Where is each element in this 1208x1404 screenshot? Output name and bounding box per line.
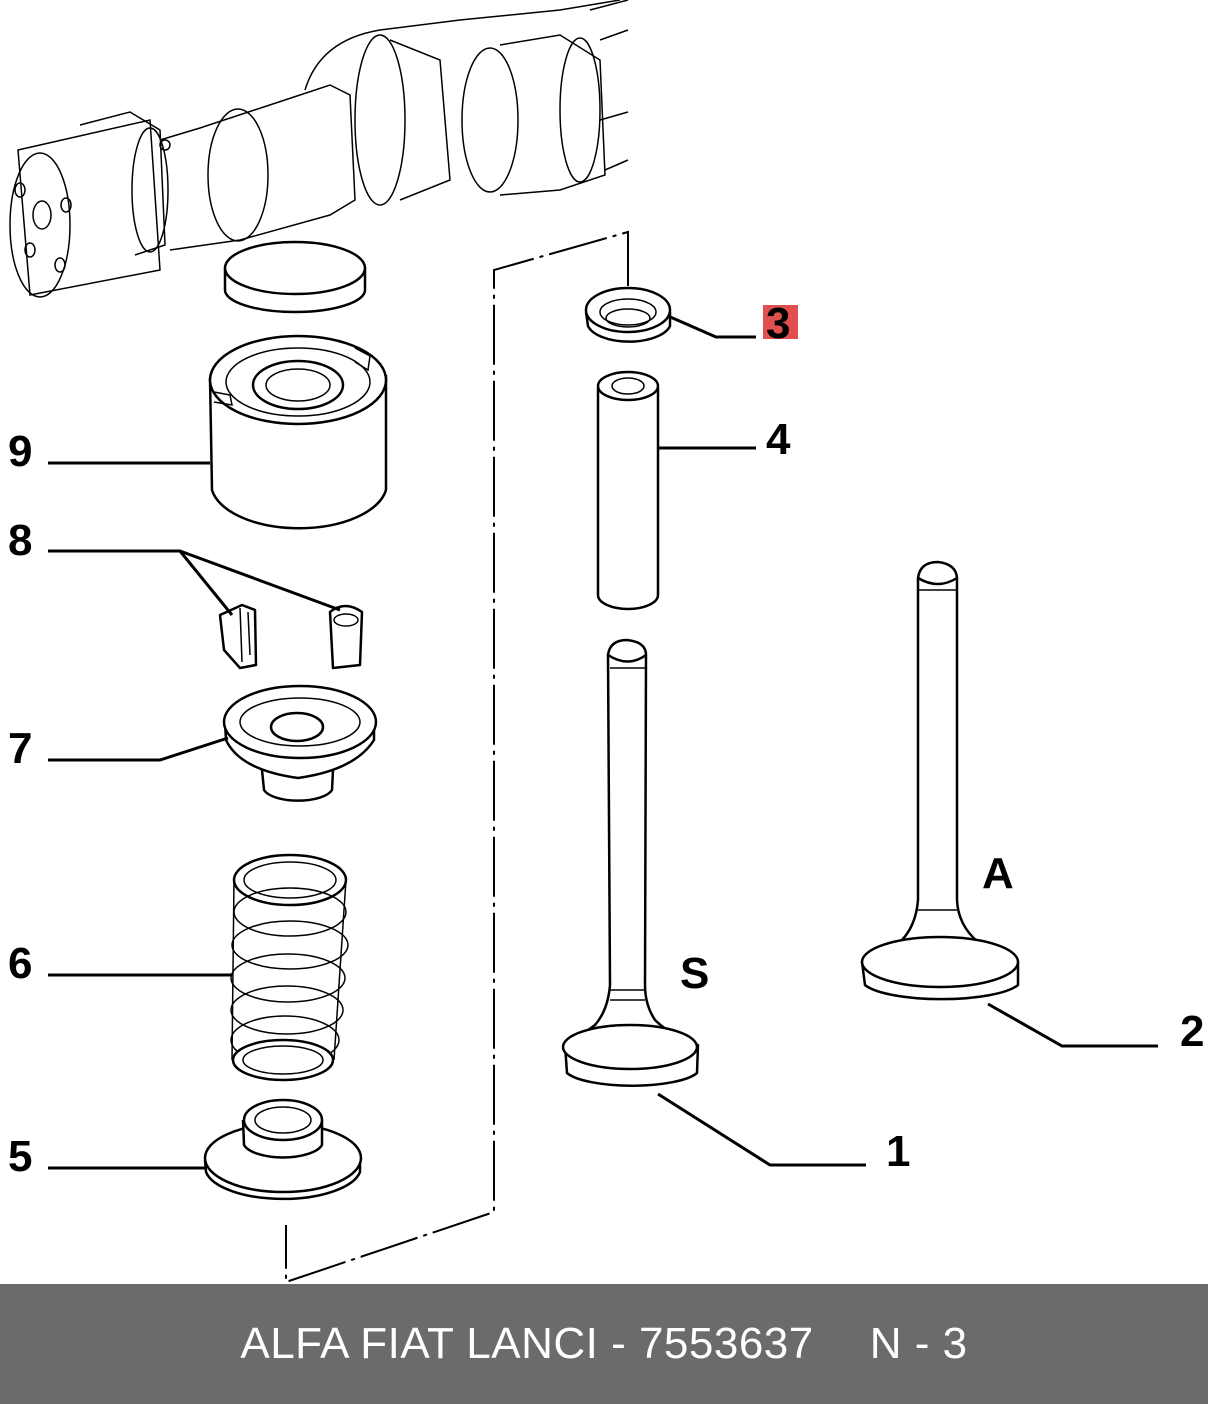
intake-label-s: S (680, 949, 709, 998)
callout-4: 4 (766, 415, 791, 464)
spring-seat (203, 1098, 363, 1201)
valve-train-exploded-diagram: 9 8 7 6 5 3 4 1 2 S A (8, 0, 1204, 1284)
callout-3: 3 (766, 299, 790, 348)
footer-brand-part: ALFA FIAT LANCI - 7553637 (240, 1319, 814, 1368)
shim-disc (223, 240, 367, 314)
valve-spring (230, 853, 349, 1082)
valve-stem-seal (584, 286, 672, 343)
intake-valve (561, 638, 700, 1087)
callout-6: 6 (8, 939, 32, 988)
callout-1: 1 (886, 1127, 910, 1176)
leader-lines (48, 314, 1158, 1170)
spring-retainer (222, 684, 378, 802)
footer-ref: N - 3 (869, 1319, 968, 1368)
callout-7: 7 (8, 724, 32, 773)
assembly-bracket (285, 230, 629, 1284)
footer-banner: ALFA FIAT LANCI - 7553637 N - 3 (0, 1284, 1208, 1404)
camshaft-drawing (9, 0, 629, 298)
callout-2: 2 (1180, 1007, 1204, 1056)
valve-collets (218, 603, 364, 670)
tappet-bucket (208, 334, 388, 530)
callout-8: 8 (8, 516, 32, 565)
callout-3-highlight (763, 305, 798, 339)
exhaust-valve (860, 560, 1020, 1001)
callout-9: 9 (8, 427, 32, 476)
valve-guide (596, 370, 660, 611)
callout-5: 5 (8, 1132, 32, 1181)
exhaust-label-a: A (982, 849, 1014, 898)
